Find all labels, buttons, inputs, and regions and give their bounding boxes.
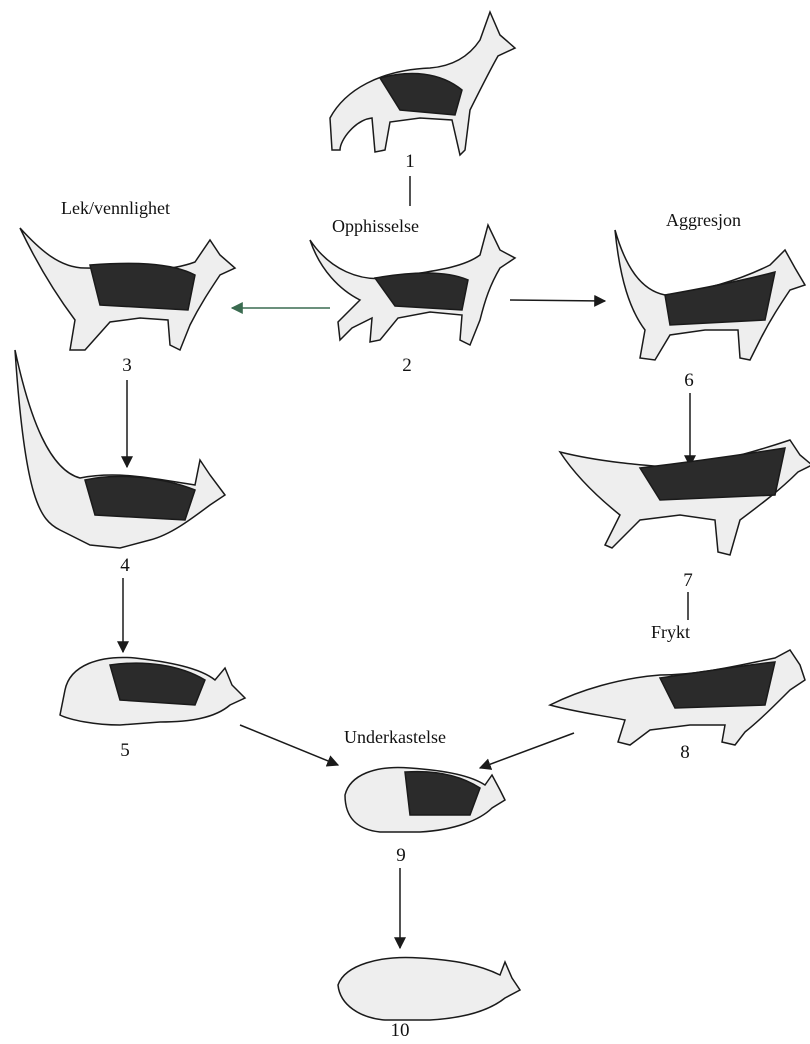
label-play: Lek/vennlighet xyxy=(55,196,176,221)
label-aggression: Aggresjon xyxy=(660,208,747,233)
dog-2-illustration xyxy=(310,225,515,345)
label-fear: Frykt xyxy=(645,620,696,645)
step-number-7: 7 xyxy=(673,570,703,592)
step-number-6: 6 xyxy=(674,370,704,392)
step-number-1: 1 xyxy=(395,151,425,173)
dog-7-illustration xyxy=(560,440,810,555)
step-number-10: 10 xyxy=(385,1020,415,1042)
dog-6-illustration xyxy=(615,230,805,360)
step-number-9: 9 xyxy=(386,845,416,867)
step-number-5: 5 xyxy=(110,740,140,762)
dog-8-illustration xyxy=(550,650,805,745)
dog-3-illustration xyxy=(20,228,235,350)
dog-9-illustration xyxy=(345,767,505,832)
step-number-8: 8 xyxy=(670,742,700,764)
dog-4-illustration xyxy=(15,350,225,548)
label-excitement: Opphisselse xyxy=(326,214,425,239)
step-number-3: 3 xyxy=(112,355,142,377)
step-number-2: 2 xyxy=(392,355,422,377)
dog-10-illustration xyxy=(338,957,520,1020)
step-number-4: 4 xyxy=(110,555,140,577)
dog-5-illustration xyxy=(60,657,245,725)
dog-1-illustration xyxy=(330,12,515,155)
label-submission: Underkastelse xyxy=(338,725,452,750)
